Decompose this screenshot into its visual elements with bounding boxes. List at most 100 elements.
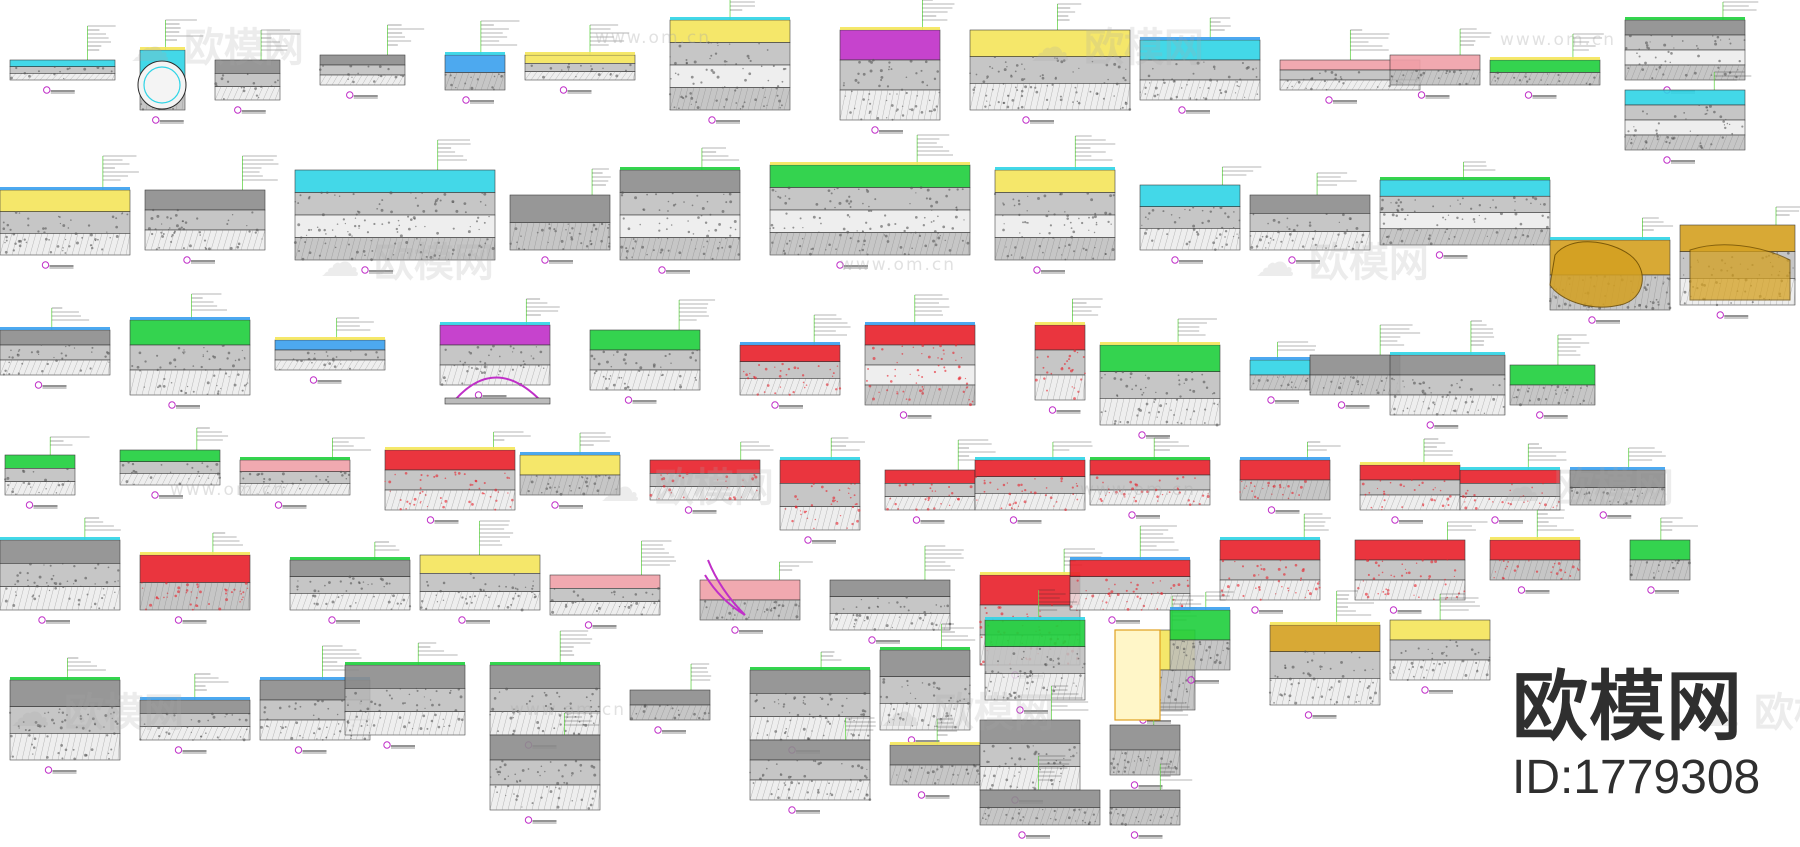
detail-marker-icon: [771, 401, 779, 409]
detail-section: [864, 294, 976, 419]
detail-marker-icon: [1128, 511, 1136, 519]
detail-section: [139, 673, 251, 754]
detail-marker-icon: [183, 256, 191, 264]
detail-section: [879, 623, 976, 744]
detail-section: [1249, 341, 1317, 404]
detail-marker-icon: [559, 86, 568, 94]
detail-section: [1219, 513, 1331, 614]
detail-marker-icon: [658, 266, 666, 274]
detail-marker-icon: [309, 376, 318, 384]
detail-marker-icon: [1391, 516, 1399, 524]
detail-section: [549, 540, 676, 629]
detail-section: [0, 155, 139, 269]
detail-marker-icon: [174, 616, 183, 624]
detail-section: [1624, 1, 1759, 94]
detail-section: [839, 0, 955, 134]
detail-marker-icon: [1716, 311, 1724, 319]
drawing-id: ID:1779308: [1512, 751, 1761, 804]
detail-section: [779, 437, 865, 544]
detail-section: [993, 135, 1116, 274]
detail-section: [1624, 71, 1752, 164]
detail-section: [129, 293, 251, 409]
detail-section: [829, 545, 964, 644]
detail-marker-icon: [383, 741, 391, 749]
detail-section: [509, 168, 611, 264]
detail-section: [0, 307, 111, 389]
detail-section: [318, 24, 425, 99]
detail-marker-icon: [1009, 516, 1018, 524]
detail-marker-icon: [1599, 511, 1607, 519]
detail-marker-icon: [1016, 706, 1024, 714]
detail-marker-icon: [1389, 606, 1398, 614]
detail-section: [239, 437, 372, 509]
detail-marker-icon: [804, 536, 812, 544]
detail-marker-icon: [152, 116, 160, 124]
detail-section: [668, 0, 791, 124]
detail-section: [1569, 447, 1666, 519]
detail-section: [1389, 320, 1506, 429]
detail-marker-icon: [1435, 251, 1444, 259]
detail-marker-icon: [1130, 831, 1139, 839]
detail-section: [969, 3, 1132, 124]
detail-marker-icon: [684, 506, 693, 514]
detail-section: [979, 755, 1101, 839]
detail-marker-icon: [43, 86, 51, 94]
detail-section: [739, 314, 851, 409]
detail-section: [979, 685, 1089, 804]
detail-marker-icon: [346, 91, 354, 99]
detail-marker-icon: [1337, 401, 1346, 409]
detail-marker-icon: [1171, 256, 1179, 264]
detail-section: [749, 717, 876, 814]
detail-marker-icon: [708, 116, 716, 124]
detail-marker-icon: [1421, 686, 1429, 694]
detail-marker-icon: [1267, 506, 1276, 514]
detail-section: [1489, 33, 1604, 99]
detail-marker-icon: [899, 411, 908, 419]
detail-marker-icon: [1491, 516, 1499, 524]
detail-section: [1489, 509, 1581, 594]
detail-marker-icon: [1048, 406, 1057, 414]
detail-marker-icon: [1304, 711, 1313, 719]
detail-section: [1389, 593, 1491, 694]
detail-section: [1309, 324, 1421, 409]
detail-marker-icon: [274, 501, 283, 509]
detail-section: [699, 561, 813, 634]
detail-section: [1139, 166, 1262, 264]
detail-marker-icon: [731, 626, 739, 634]
detail-section: [884, 439, 996, 524]
detail-marker-icon: [168, 401, 176, 409]
detail-marker-icon: [1325, 96, 1333, 104]
detail-section: [1139, 17, 1261, 114]
detail-section: [649, 441, 774, 514]
detail-section: [1268, 590, 1381, 719]
detail-marker-icon: [1524, 91, 1533, 99]
detail-marker-icon: [584, 621, 593, 629]
detail-section: [1359, 438, 1461, 524]
detail-marker-icon: [871, 126, 879, 134]
detail-marker-icon: [1187, 676, 1195, 684]
detail-section: [769, 134, 971, 269]
detail-marker-icon: [912, 516, 921, 524]
detail-marker-icon: [1647, 586, 1655, 594]
detail-section: [489, 630, 601, 749]
detail-marker-icon: [1536, 411, 1544, 419]
detail-section: [1109, 702, 1190, 789]
detail-section: [293, 139, 496, 274]
detail-section: [629, 663, 712, 734]
detail-section: [1089, 437, 1211, 519]
detail-section: [1379, 161, 1551, 259]
detail-marker-icon: [1130, 781, 1139, 789]
detail-marker-icon: [34, 381, 43, 389]
detail-marker-icon: [917, 791, 926, 799]
detail-section: [1389, 28, 1492, 99]
detail-marker-icon: [462, 96, 470, 104]
detail-section: [144, 155, 279, 264]
detail-section: [1239, 441, 1341, 514]
detail-section: [1099, 318, 1221, 439]
detail-marker-icon: [624, 396, 633, 404]
detail-section: [889, 718, 981, 799]
detail-marker-icon: [41, 261, 50, 269]
brand-block: 欧模网 ID:1779308: [1512, 664, 1792, 806]
